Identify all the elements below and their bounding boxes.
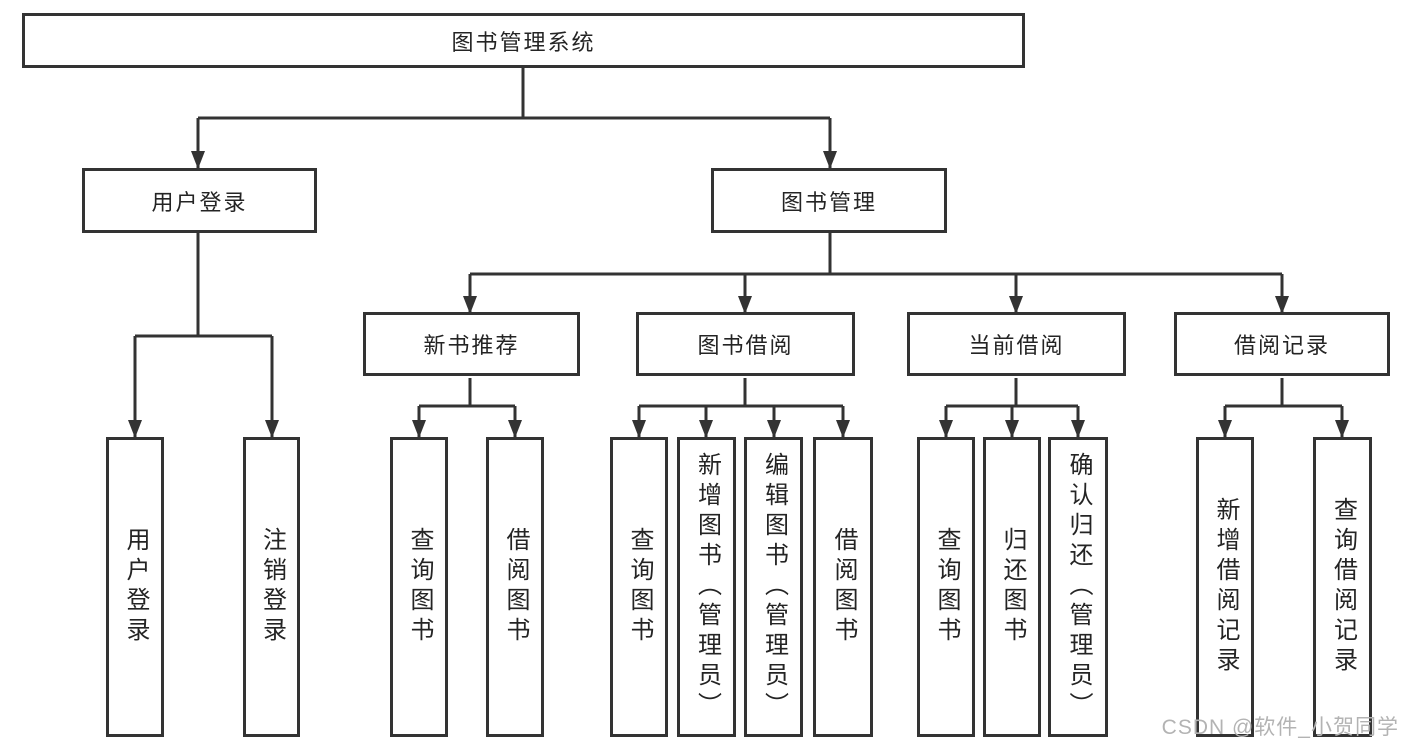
node-borrow-records: 借阅记录 [1174, 312, 1390, 376]
node-book-management-module: 图书管理 [711, 168, 947, 233]
leaf-current-query-book: 查询图书 [917, 437, 975, 737]
csdn-watermark: CSDN @软件_小贺同学 [1161, 716, 1399, 739]
leaf-borrow-book: 借阅图书 [813, 437, 873, 737]
leaf-recommend-query-book: 查询图书 [390, 437, 448, 737]
leaf-logout: 注销登录 [243, 437, 300, 737]
node-current-borrow: 当前借阅 [907, 312, 1126, 376]
leaf-query-borrow-record: 查询借阅记录 [1313, 437, 1372, 737]
node-book-borrow: 图书借阅 [636, 312, 855, 376]
leaf-confirm-return-admin: 确认归还（管理员） [1048, 437, 1108, 737]
leaf-edit-book-admin: 编辑图书（管理员） [744, 437, 803, 737]
leaf-return-book: 归还图书 [983, 437, 1041, 737]
node-root-system: 图书管理系统 [22, 13, 1025, 68]
leaf-user-login: 用户登录 [106, 437, 164, 737]
leaf-add-borrow-record: 新增借阅记录 [1196, 437, 1254, 737]
node-user-login-module: 用户登录 [82, 168, 317, 233]
leaf-borrow-query-book: 查询图书 [610, 437, 668, 737]
leaf-recommend-borrow-book: 借阅图书 [486, 437, 544, 737]
leaf-add-book-admin: 新增图书（管理员） [677, 437, 736, 737]
node-new-book-recommend: 新书推荐 [363, 312, 580, 376]
